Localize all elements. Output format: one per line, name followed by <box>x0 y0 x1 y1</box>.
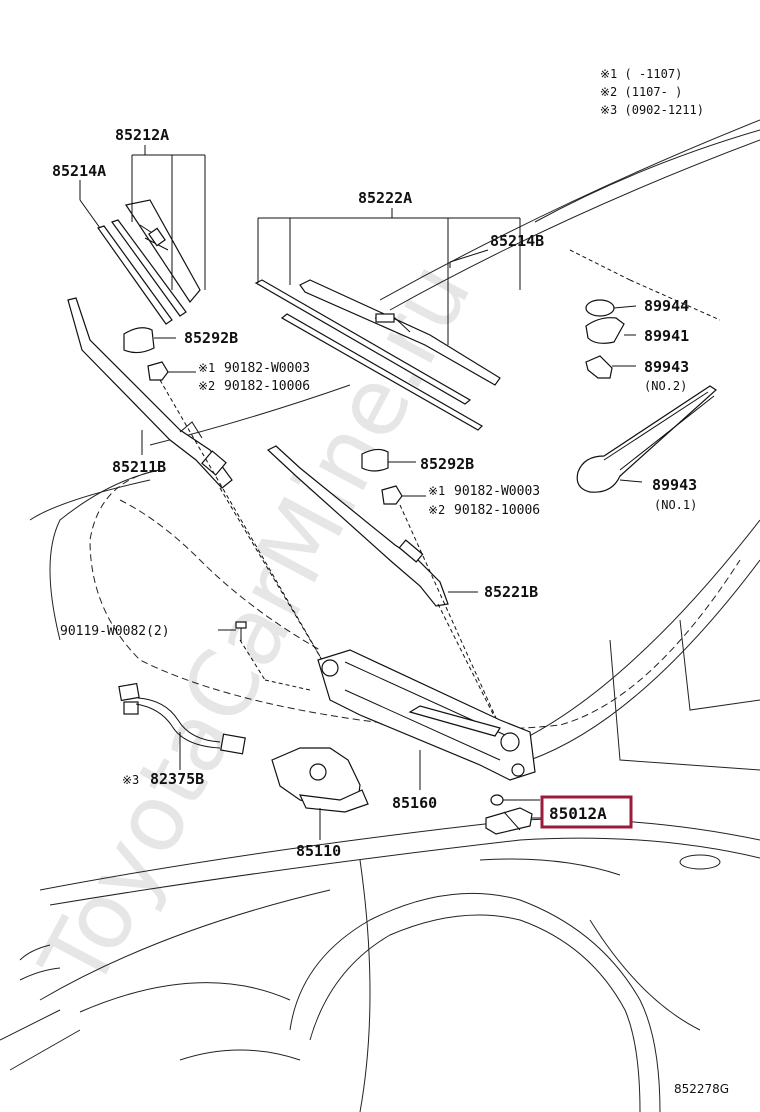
assembly-dash-lines <box>159 379 506 739</box>
label-85110: 85110 <box>296 842 341 860</box>
label-nut2-b-mark: ※2 <box>428 503 445 517</box>
label-89943-no1: 89943 <box>652 476 697 494</box>
label-85222A-leaders <box>257 208 521 345</box>
right-wiper-arm <box>266 445 478 607</box>
illustration-number: 852278G <box>674 1082 729 1096</box>
label-nut1-a: 90182-W0003 <box>224 361 310 376</box>
wiper-linkage <box>317 649 536 790</box>
label-bolt: 90119-W0082(2) <box>60 624 170 639</box>
right-arm-parts <box>361 448 426 505</box>
label-nut2-b: 90182-10006 <box>454 503 540 518</box>
highlight-box <box>540 795 633 829</box>
wiper-motor <box>271 747 369 840</box>
blade-accessories <box>569 249 721 493</box>
bolt <box>218 621 247 642</box>
note-2: ※2 (1107- ) <box>600 85 682 99</box>
left-arm-parts <box>123 327 196 455</box>
note-1: ※1 ( -1107) <box>600 67 682 81</box>
label-85212A-leaders <box>79 145 206 290</box>
label-85292B-left: 85292B <box>184 329 238 347</box>
label-no2: (NO.2) <box>644 379 687 393</box>
label-85222A: 85222A <box>358 189 412 207</box>
label-89944: 89944 <box>644 297 689 315</box>
wire-harness <box>118 682 246 770</box>
label-nut1-b-mark: ※2 <box>198 379 215 393</box>
label-harness-mark: ※3 <box>122 773 139 787</box>
note-3: ※3 (0902-1211) <box>600 103 704 117</box>
left-wiper-arm <box>67 297 233 489</box>
label-85292B-right: 85292B <box>420 455 474 473</box>
label-no1: (NO.1) <box>654 498 697 512</box>
label-nut1-b: 90182-10006 <box>224 379 310 394</box>
label-85214B: 85214B <box>490 232 544 250</box>
label-89943-no2: 89943 <box>644 358 689 376</box>
left-wiper-blade <box>97 199 201 325</box>
right-wiper-blade <box>254 279 501 431</box>
label-nut2-a: 90182-W0003 <box>454 484 540 499</box>
label-nut2-a-mark: ※1 <box>428 484 445 498</box>
label-85212A: 85212A <box>115 126 169 144</box>
label-82375B: 82375B <box>150 770 204 788</box>
notes: ※1 ( -1107) ※2 (1107- ) ※3 (0902-1211) <box>600 67 704 117</box>
label-nut1-a-mark: ※1 <box>198 361 215 375</box>
label-85221B: 85221B <box>484 583 538 601</box>
label-85214A: 85214A <box>52 162 106 180</box>
bracket <box>485 794 542 835</box>
label-85211B: 85211B <box>112 458 166 476</box>
vehicle-body-outline <box>0 119 760 1112</box>
label-85012A[interactable]: 85012A <box>549 804 607 823</box>
label-89941: 89941 <box>644 327 689 345</box>
label-85160: 85160 <box>392 794 437 812</box>
